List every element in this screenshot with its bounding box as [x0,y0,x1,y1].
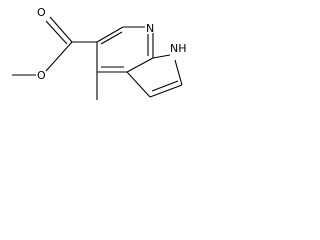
bond-carbonyl-o-b [45,20,68,45]
bond-c3-c3a [126,71,151,98]
ring-nitrogen-label: N [146,22,154,35]
nh-label: NH [170,42,187,55]
bond-c5-c6 [96,26,124,43]
bond-n1-c2 [174,59,183,86]
bond-carbonyl-o-a [49,16,73,43]
bond-c7a-c3a [126,57,154,73]
bond-carbonyl-ester-o [45,41,73,72]
bond-c5-c6-inner [100,31,123,45]
carbonyl-oxygen-label: O [37,6,46,19]
bond-c2-c3 [149,84,183,98]
bond-c7a-n1 [152,54,171,59]
chemical-structure: O O N NH [12,6,187,100]
ester-oxygen-label: O [37,69,46,82]
bond-c2-c3-inner [151,80,179,92]
